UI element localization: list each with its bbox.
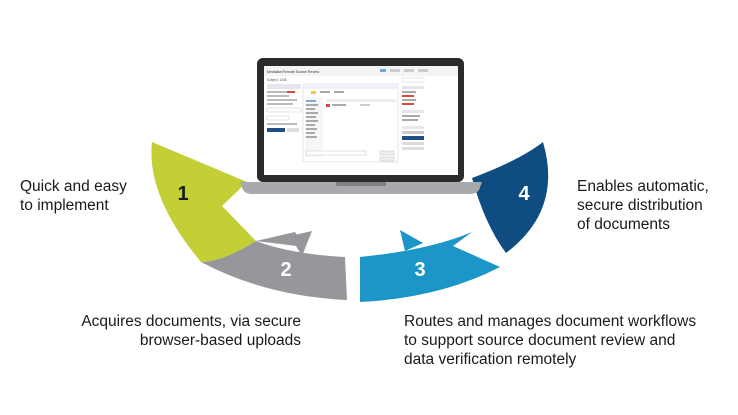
laptop-base	[240, 182, 482, 194]
step-4-number: 4	[518, 183, 530, 205]
step-2-segment	[201, 232, 347, 300]
step-3-number: 3	[414, 259, 425, 281]
step-3-caption-line: to support source document review and	[404, 332, 676, 349]
step-2-number: 2	[280, 259, 291, 281]
screen-header	[264, 66, 458, 76]
screen-app-title: Medidata Remote Source Review	[267, 70, 320, 74]
step-4-caption: Enables automatic, secure distribution o…	[577, 177, 709, 234]
step-3-arrowhead	[400, 230, 423, 251]
step-3-caption-line: Routes and manages document workflows	[404, 313, 697, 330]
step-4-caption-line: secure distribution	[577, 197, 703, 214]
step-2-caption: Acquires documents, via secure browser-b…	[73, 312, 301, 350]
step-2-arrowhead	[290, 231, 312, 256]
laptop-notch	[336, 182, 386, 186]
step-1-segment	[151, 142, 256, 262]
step-1-number: 1	[177, 183, 188, 205]
step-1-caption-line: Quick and easy	[20, 178, 127, 195]
step-1-caption: Quick and easy to implement	[20, 177, 127, 215]
step-1-caption-line: to implement	[20, 197, 109, 214]
laptop-illustration: Medidata Remote Source Review Subject: 1…	[240, 58, 482, 194]
step-4-segment	[472, 142, 549, 253]
step-4-caption-line: of documents	[577, 216, 671, 233]
screen-subject-label: Subject: 1445	[267, 78, 287, 82]
step-2-caption-line: Acquires documents, via secure	[81, 313, 301, 330]
step-2-caption-line: browser-based uploads	[139, 332, 301, 349]
step-4-caption-line: Enables automatic,	[577, 178, 709, 195]
step-3-caption: Routes and manages document workflows to…	[404, 312, 696, 369]
step-3-caption-line: data verification remotely	[404, 351, 577, 368]
step-3-segment	[360, 232, 500, 302]
